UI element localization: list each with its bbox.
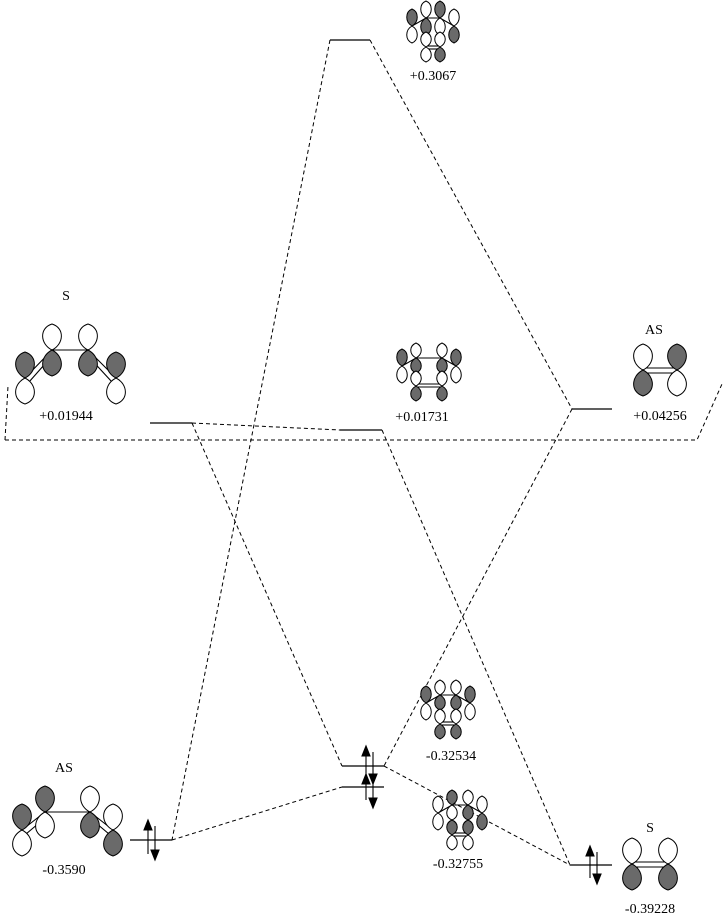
correlation-lines [4, 39, 723, 866]
energy-label-center-homo: -0.32534 [426, 749, 476, 764]
butadiene-s-orbital-icon [15, 323, 126, 405]
energy-label-left-upper: +0.01944 [39, 409, 92, 424]
cyclohexene-orbital-homo-icon [420, 679, 476, 740]
cyclohexene-orbital-homo-1-icon [432, 789, 488, 851]
cyclohexene-orbital-top-icon [406, 0, 460, 63]
energy-label-right-lower: -0.39228 [625, 902, 675, 917]
butadiene-as-orbital-icon [12, 785, 123, 857]
energy-label-right-upper: +0.04256 [633, 409, 686, 424]
ethylene-as-orbital-icon [633, 343, 687, 397]
cyclohexene-orbital-upper-center-icon [396, 342, 462, 402]
energy-label-top-center: +0.3067 [410, 69, 456, 84]
symmetry-label-s-bottom-right: S [646, 821, 654, 836]
symmetry-label-s-top-left: S [62, 289, 70, 304]
symmetry-label-as-bottom-left: AS [55, 761, 73, 776]
electron-pair-center-homo-1 [361, 772, 378, 810]
energy-label-left-lower: -0.3590 [42, 863, 85, 878]
electron-pair-left-lower [143, 818, 160, 862]
symmetry-label-as-top-right: AS [645, 323, 663, 338]
ethylene-s-orbital-icon [622, 837, 678, 891]
energy-label-center-homo-1: -0.32755 [433, 857, 483, 872]
energy-label-center-upper: +0.01731 [395, 410, 448, 425]
electron-pair-right-lower [585, 844, 602, 886]
